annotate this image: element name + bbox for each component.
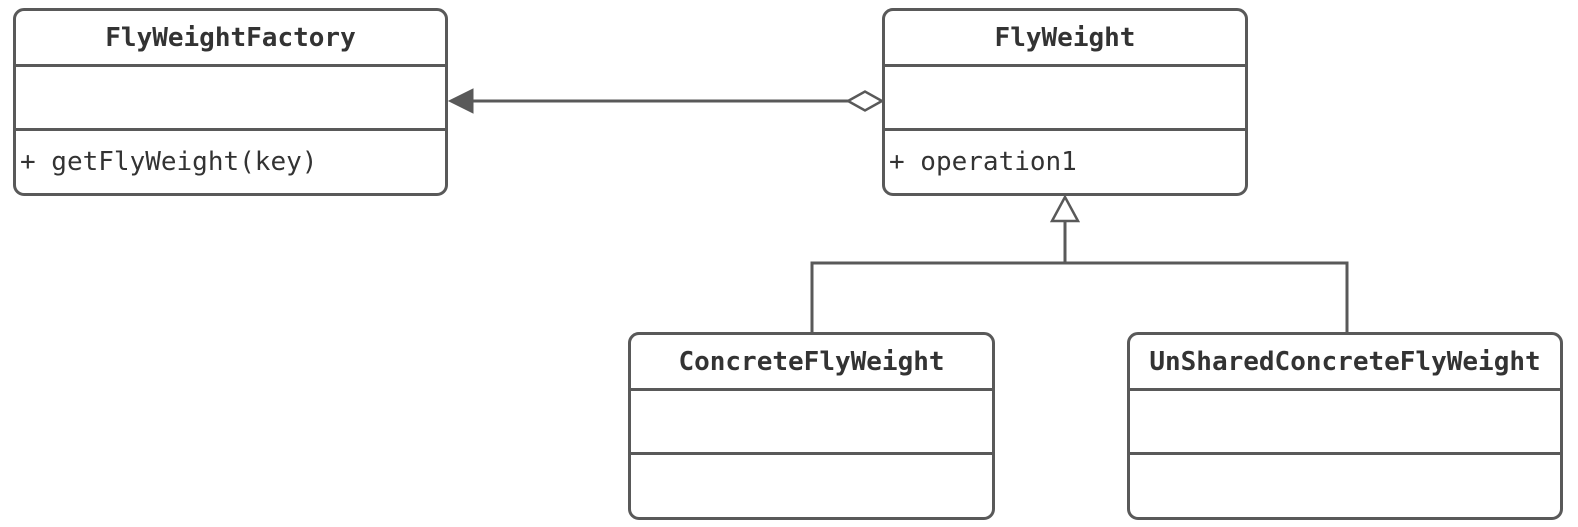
aggregation-association [447,88,885,114]
class-attributes-section [631,391,992,455]
class-methods-section [1130,455,1560,517]
class-title: FlyWeight [885,11,1245,67]
class-unshared-concrete-flyweight: UnSharedConcreteFlyWeight [1127,332,1563,520]
class-title: FlyWeightFactory [16,11,445,67]
class-title: UnSharedConcreteFlyWeight [1130,335,1560,391]
hollow-triangle-icon [1049,194,1081,223]
inheritance-elbow-line [810,261,1349,334]
class-title: ConcreteFlyWeight [631,335,992,391]
class-attributes-section [1130,391,1560,455]
class-attributes-section [16,67,445,131]
class-methods-section [631,455,992,517]
class-methods-section: + operation1 [885,131,1245,193]
class-attributes-section [885,67,1245,131]
class-flyweight-factory: FlyWeightFactory + getFlyWeight(key) [13,8,448,196]
method-label: + operation1 [889,147,1077,177]
class-methods-section: + getFlyWeight(key) [16,131,445,193]
method-label: + getFlyWeight(key) [20,147,318,177]
filled-arrowhead-icon [447,88,474,114]
inheritance-connector [810,194,1349,334]
class-concrete-flyweight: ConcreteFlyWeight [628,332,995,520]
class-flyweight: FlyWeight + operation1 [882,8,1248,196]
hollow-diamond-icon [845,90,885,112]
